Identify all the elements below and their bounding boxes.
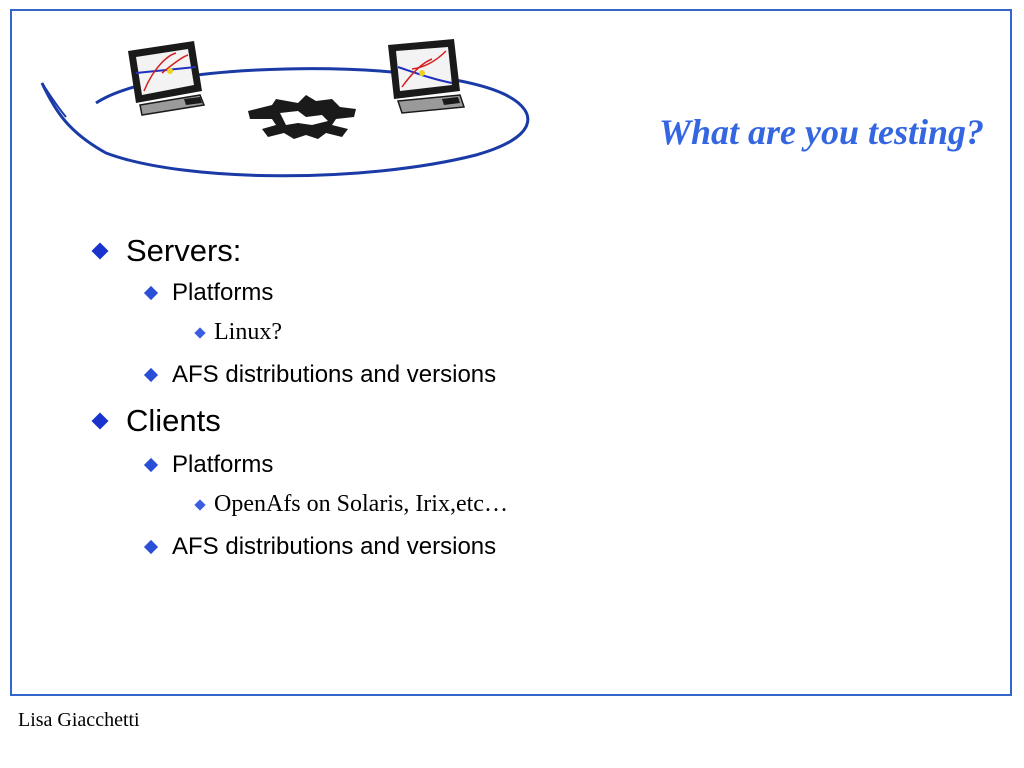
bullet-text: OpenAfs on Solaris, Irix,etc… [214, 491, 508, 517]
bullet-diamond-icon [194, 326, 206, 339]
bullet-item: Platforms [143, 451, 274, 479]
bullet-text: AFS distributions and versions [172, 533, 497, 560]
network-of-computers-illustration [40, 39, 530, 178]
bullet-diamond-icon [91, 412, 109, 430]
bullet-text: Platforms [172, 451, 274, 478]
bullet-item: AFS distributions and versions [143, 361, 497, 389]
network-hub-icon [248, 95, 356, 139]
bullet-text: AFS distributions and versions [172, 361, 497, 388]
bullet-text: Linux? [214, 319, 282, 345]
bullet-diamond-icon [194, 498, 206, 511]
bullet-list: Servers: Platforms Linux? AFS distributi… [12, 11, 1010, 694]
bullet-diamond-icon [143, 367, 159, 383]
network-ring [40, 67, 530, 178]
bullet-text: Platforms [172, 279, 274, 306]
computer-left-icon [128, 41, 206, 116]
bullet-item: Servers: [91, 233, 242, 269]
slide-title: What are you testing? [658, 112, 984, 152]
bullet-item: Clients [91, 403, 221, 439]
bullet-item: OpenAfs on Solaris, Irix,etc… [194, 491, 508, 518]
bullet-text: Servers: [126, 233, 242, 268]
bullet-item: Linux? [194, 319, 282, 346]
bullet-diamond-icon [143, 285, 159, 301]
bullet-text: Clients [126, 403, 221, 438]
bullet-item: AFS distributions and versions [143, 533, 497, 561]
slide-frame: What are you testing? Servers: Platforms… [10, 9, 1012, 696]
bullet-diamond-icon [143, 539, 159, 555]
network-ring-tail [41, 82, 67, 118]
footer-author: Lisa Giacchetti [18, 709, 140, 731]
bullet-item: Platforms [143, 279, 274, 307]
computer-right-icon [388, 39, 466, 114]
bullet-diamond-icon [143, 457, 159, 473]
bullet-diamond-icon [91, 242, 109, 260]
